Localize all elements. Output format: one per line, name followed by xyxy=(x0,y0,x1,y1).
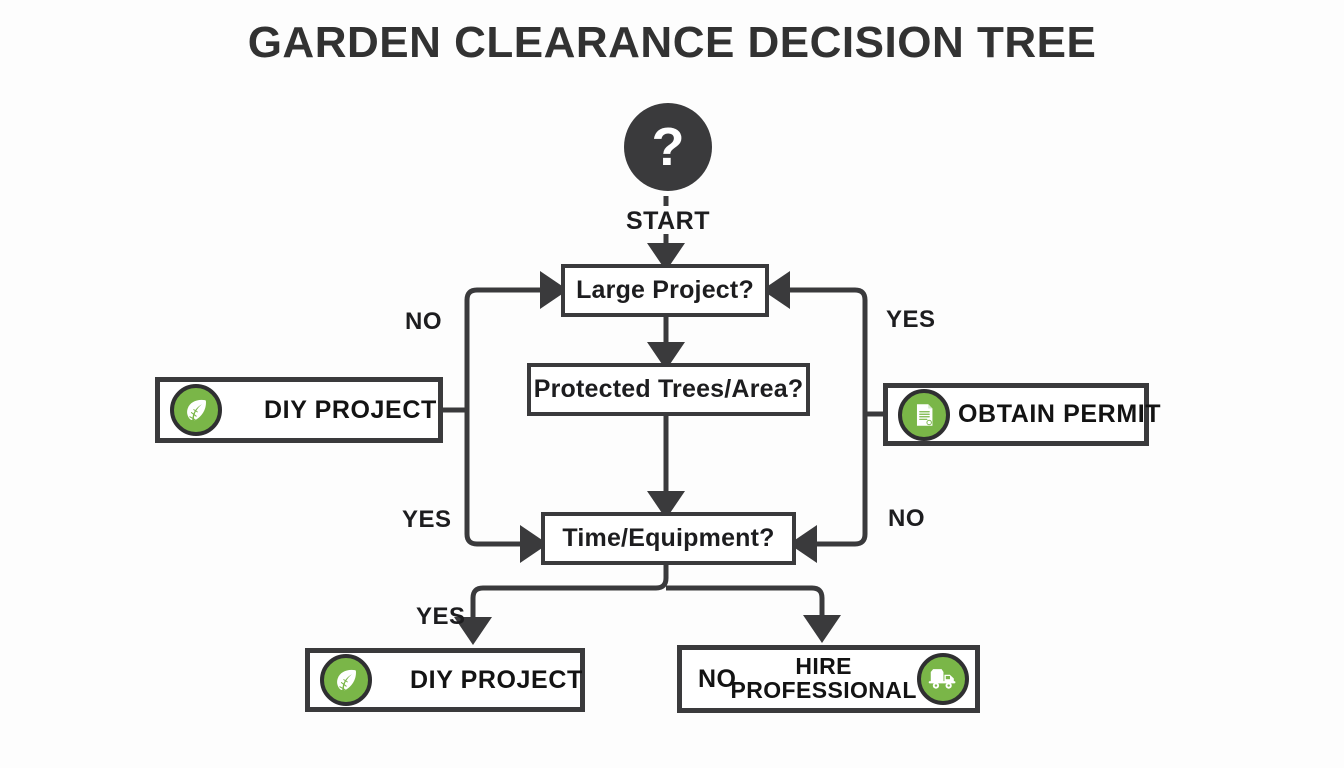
edge-right-yes-to-large-project xyxy=(761,271,868,309)
outcome-hire-professional-line2: PROFESSIONAL xyxy=(730,677,917,703)
decision-large-project[interactable]: Large Project? xyxy=(561,264,769,317)
decision-protected-trees[interactable]: Protected Trees/Area? xyxy=(527,363,810,416)
edge-label-bottom-yes: YES xyxy=(416,603,466,630)
outcome-diy-project-left-label: DIY PROJECT xyxy=(264,395,437,424)
outcome-hire-professional-line1: HIRE xyxy=(795,653,852,680)
outcome-diy-project-bottom[interactable]: DIY PROJECT xyxy=(305,648,585,712)
edge-right-no-to-time-equipment xyxy=(788,525,868,563)
decision-time-equipment-label: Time/Equipment? xyxy=(562,524,775,552)
outcome-hire-professional-label: HIRE PROFESSIONAL xyxy=(730,653,917,703)
question-mark-circle-icon: ? xyxy=(651,117,685,177)
outcome-diy-project-bottom-label: DIY PROJECT xyxy=(410,665,583,694)
decision-large-project-label: Large Project? xyxy=(576,276,754,304)
edge-label-large-project-no: NO xyxy=(405,308,442,335)
outcome-hire-professional-prefix: NO xyxy=(698,664,737,693)
outcome-obtain-permit-label: OBTAIN PERMIT xyxy=(958,400,1162,428)
start-label: START xyxy=(626,207,710,235)
edge-left-yes-to-time-equipment xyxy=(464,525,549,563)
edge-label-large-project-yes: YES xyxy=(886,306,936,333)
leaf-icon xyxy=(320,654,372,706)
decision-time-equipment[interactable]: Time/Equipment? xyxy=(541,512,796,565)
leaf-icon xyxy=(170,384,222,436)
edge-label-time-equipment-no: NO xyxy=(888,505,925,532)
edge-left-no-to-large-project xyxy=(464,271,569,309)
decision-protected-trees-label: Protected Trees/Area? xyxy=(533,375,804,403)
truck-icon xyxy=(916,653,969,705)
edge-bottom-split-bus xyxy=(454,565,669,646)
outcome-hire-professional[interactable]: NO HIRE PROFESSIONAL xyxy=(677,645,980,713)
start-node: ? xyxy=(624,103,712,191)
outcome-diy-project-left[interactable]: DIY PROJECT xyxy=(155,377,443,443)
outcome-obtain-permit[interactable]: OBTAIN PERMIT xyxy=(883,383,1161,446)
page-title: GARDEN CLEARANCE DECISION TREE xyxy=(247,18,1097,67)
edge-label-time-equipment-yes: YES xyxy=(402,506,452,533)
document-permit-icon xyxy=(898,388,950,441)
edge-bottom-split-bus-right xyxy=(666,585,841,644)
